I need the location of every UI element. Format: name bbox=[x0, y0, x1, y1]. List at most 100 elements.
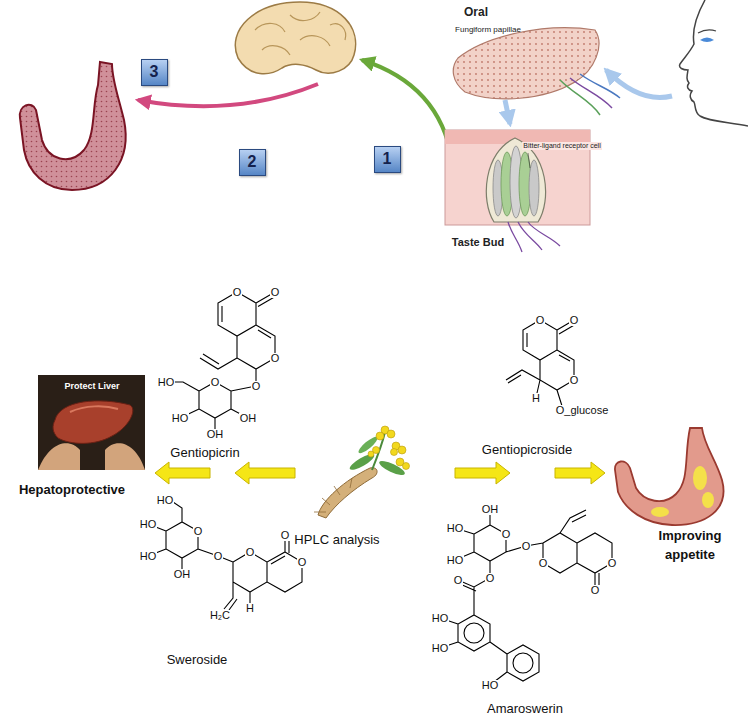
atom-label: HO bbox=[446, 555, 465, 566]
gland bbox=[693, 466, 707, 490]
callout-number: 3 bbox=[150, 64, 159, 80]
atom-label: O bbox=[297, 557, 308, 568]
atom-label: O_glucose bbox=[555, 405, 610, 416]
leaf bbox=[357, 435, 380, 456]
part-label: Bitter-ligand receptor cell bbox=[522, 142, 601, 150]
atom-label: OH bbox=[239, 413, 258, 424]
nerve-fiber bbox=[570, 78, 612, 108]
atom-label: O bbox=[213, 551, 224, 562]
receptor-cell bbox=[529, 160, 539, 216]
leaf bbox=[348, 452, 376, 473]
atom-label: O bbox=[569, 315, 580, 326]
atom-label: HO bbox=[139, 519, 158, 530]
atom-label: O bbox=[501, 529, 512, 540]
hand bbox=[105, 443, 145, 470]
picture-ground bbox=[38, 375, 145, 470]
gland bbox=[651, 507, 669, 517]
atom-label: HO bbox=[446, 523, 465, 534]
atom-label: O bbox=[607, 558, 618, 569]
atom-label: H bbox=[245, 603, 255, 614]
callout-number: 1 bbox=[383, 151, 392, 167]
block-arrow bbox=[235, 462, 295, 484]
taste-bud-outline bbox=[486, 138, 545, 222]
atom-label: HO bbox=[157, 377, 176, 388]
face-illustration bbox=[680, 0, 748, 126]
atom-label: O bbox=[245, 547, 256, 558]
root-hair bbox=[314, 478, 352, 512]
nerve-fiber bbox=[508, 222, 560, 252]
effect-label: Improving appetite bbox=[648, 526, 732, 565]
root bbox=[318, 468, 377, 518]
compound-name: Amaroswerin bbox=[487, 702, 563, 717]
stomach-illustration bbox=[615, 428, 724, 525]
hand bbox=[38, 443, 80, 470]
compound-name: Gentiopicrin bbox=[170, 446, 239, 461]
block-arrow bbox=[455, 462, 510, 484]
liver-picture bbox=[38, 375, 145, 470]
atom-label: O bbox=[453, 575, 464, 586]
picture-caption: Protect Liver bbox=[64, 381, 119, 391]
leader-line bbox=[528, 153, 530, 168]
atom-label: HO bbox=[431, 643, 450, 654]
chemical-structure bbox=[440, 509, 612, 685]
atom-label: OH bbox=[481, 504, 500, 515]
callout-box: 2 bbox=[239, 149, 266, 176]
atom-label: O bbox=[590, 585, 601, 596]
signal-arrow bbox=[138, 84, 318, 106]
atom-label: HO bbox=[431, 613, 450, 624]
chemical-structure bbox=[148, 500, 302, 610]
block-arrow bbox=[155, 462, 210, 484]
method-label: HPLC analysis bbox=[294, 533, 379, 548]
compound-name: Sweroside bbox=[167, 653, 228, 668]
atom-label: O bbox=[232, 287, 243, 298]
atom-label: O bbox=[569, 375, 580, 386]
atom-label: O bbox=[280, 530, 291, 541]
eyebrow bbox=[698, 30, 716, 33]
leaf bbox=[378, 458, 407, 477]
atom-label: HO bbox=[171, 413, 190, 424]
flowers bbox=[368, 426, 410, 470]
atom-label: O bbox=[538, 558, 549, 569]
atom-label: H bbox=[531, 393, 541, 404]
atom-label: HO bbox=[481, 680, 500, 691]
flow-arrow bbox=[606, 70, 672, 98]
brain-illustration bbox=[235, 2, 355, 74]
plant-illustration bbox=[314, 426, 410, 518]
block-arrow bbox=[555, 462, 605, 484]
tongue-illustration bbox=[453, 28, 620, 115]
atom-label: O bbox=[270, 287, 281, 298]
stomach-outline bbox=[615, 428, 724, 525]
compound-name: Gentiopicroside bbox=[482, 443, 572, 458]
atom-label: O bbox=[193, 526, 204, 537]
chemical-structure bbox=[506, 320, 576, 406]
chemical-structure bbox=[166, 292, 277, 434]
region-label: Oral bbox=[464, 6, 488, 20]
atom-label: HO bbox=[139, 551, 158, 562]
eye bbox=[700, 38, 714, 43]
effect-label: Hepatoprotective bbox=[19, 483, 125, 498]
atom-label: O bbox=[251, 381, 262, 392]
atom-label: O bbox=[210, 377, 221, 388]
brain-outline bbox=[235, 2, 355, 74]
atom-label: H₂C bbox=[209, 610, 231, 621]
atom-label: O bbox=[521, 541, 532, 552]
callout-box: 3 bbox=[141, 59, 168, 86]
atom-label: O bbox=[535, 315, 546, 326]
flow-arrow bbox=[505, 100, 510, 124]
gland bbox=[702, 492, 714, 508]
figure-label: Taste Bud bbox=[452, 236, 504, 249]
callout-number: 2 bbox=[248, 154, 257, 170]
atom-label: O bbox=[270, 353, 281, 364]
atom-label: HO bbox=[156, 495, 175, 506]
atom-label: OH bbox=[173, 569, 192, 580]
part-label: Fungiform papillae bbox=[455, 25, 521, 34]
stomach-illustration bbox=[20, 62, 126, 190]
liver-highlight bbox=[70, 406, 118, 412]
face-outline bbox=[680, 0, 748, 126]
atom-label: OH bbox=[206, 429, 225, 440]
tongue-surface bbox=[453, 28, 599, 99]
atom-label: O bbox=[485, 573, 496, 584]
brain-gyri bbox=[255, 12, 346, 55]
